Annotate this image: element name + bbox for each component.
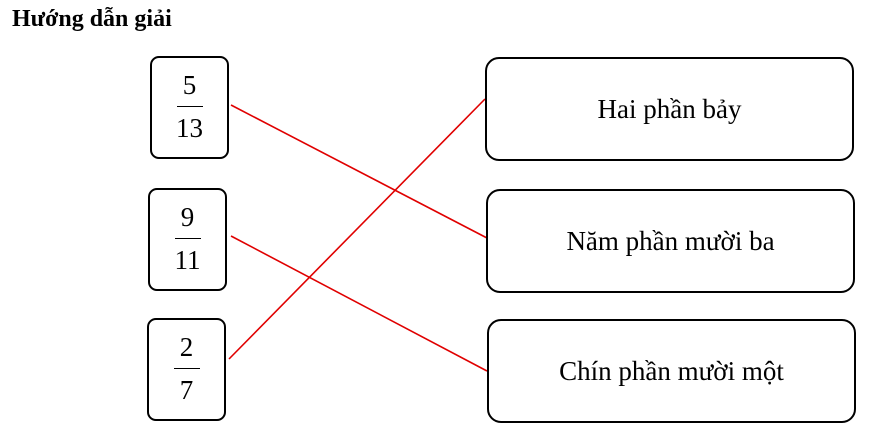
numerator: 2 <box>179 332 194 362</box>
fraction-bar <box>174 238 201 239</box>
fraction-bar <box>173 368 200 369</box>
solution-heading: Hướng dẫn giải <box>12 6 172 32</box>
fraction-box-9-11: 9 11 <box>148 188 227 291</box>
fraction: 9 11 <box>150 190 225 289</box>
denominator: 7 <box>179 375 194 405</box>
numerator: 9 <box>180 202 195 232</box>
match-line-5-13 <box>230 104 488 239</box>
fraction: 2 7 <box>149 320 224 419</box>
match-line-9-11 <box>230 235 488 372</box>
denominator: 13 <box>176 113 203 143</box>
denominator: 11 <box>174 245 201 275</box>
numerator: 5 <box>182 70 197 100</box>
word-box-nam-phan-muoi-ba: Năm phần mười ba <box>486 189 855 293</box>
fraction-box-5-13: 5 13 <box>150 56 229 159</box>
fraction-box-2-7: 2 7 <box>147 318 226 421</box>
word-box-chin-phan-muoi-mot: Chín phần mười một <box>487 319 856 423</box>
fraction-bar <box>176 106 203 107</box>
match-line-2-7 <box>228 98 486 360</box>
fraction: 5 13 <box>152 58 227 157</box>
word-box-hai-phan-bay: Hai phần bảy <box>485 57 854 161</box>
